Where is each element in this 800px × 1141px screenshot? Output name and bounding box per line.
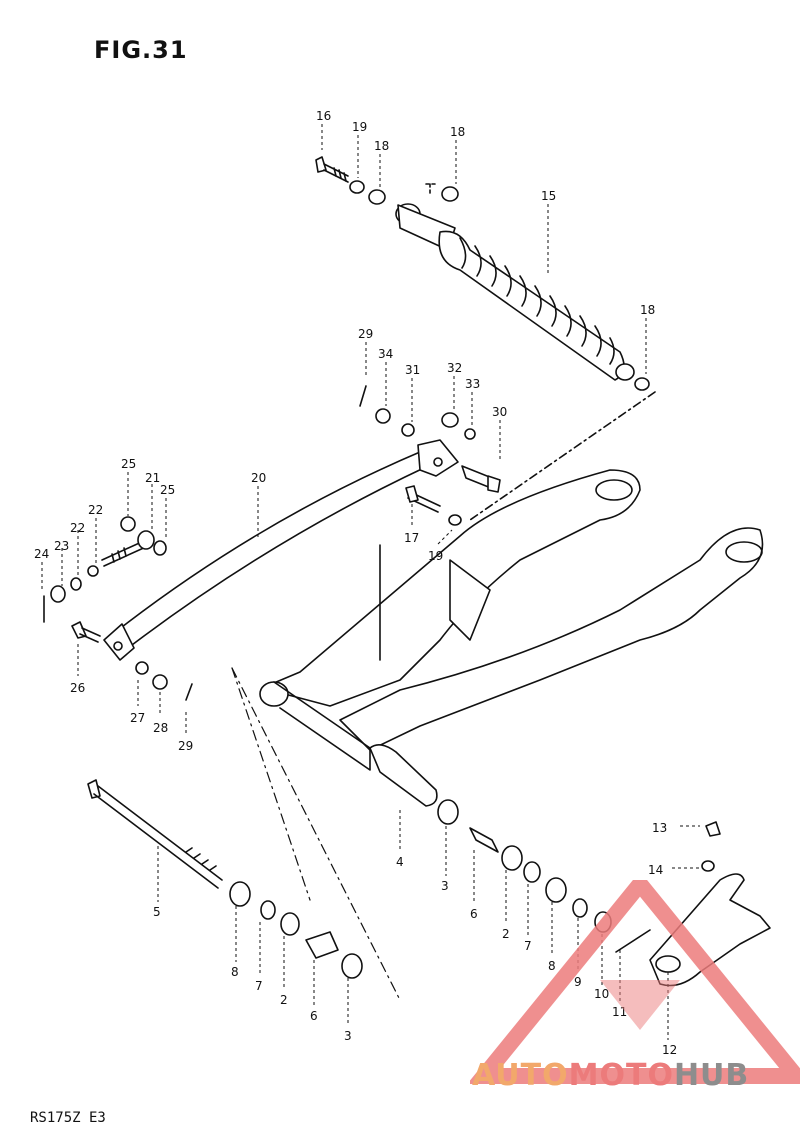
- callout-30: 30: [492, 405, 507, 419]
- callout-6: 6: [470, 907, 478, 921]
- watermark-part-hub: HUB: [673, 1058, 750, 1093]
- callout-14: 14: [648, 863, 663, 877]
- callout-16: 16: [316, 109, 331, 123]
- callout-2: 2: [280, 993, 288, 1007]
- callout-8: 8: [231, 965, 239, 979]
- callout-22: 22: [70, 521, 85, 535]
- torque-link: [103, 439, 459, 661]
- callout-20: 20: [251, 471, 266, 485]
- callout-13: 13: [652, 821, 667, 835]
- callout-10: 10: [594, 987, 609, 1001]
- watermark-text: AUTOMOTOHUB: [472, 1058, 749, 1093]
- watermark-part-auto: AUTO: [472, 1058, 569, 1093]
- callout-2: 2: [502, 927, 510, 941]
- callout-3: 3: [441, 879, 449, 893]
- callout-9: 9: [574, 975, 582, 989]
- callout-3: 3: [344, 1029, 352, 1043]
- callout-19: 19: [428, 549, 443, 563]
- small-hardware: [43, 385, 476, 701]
- callout-22: 22: [88, 503, 103, 517]
- callout-25: 25: [160, 483, 175, 497]
- callout-7: 7: [255, 979, 263, 993]
- automotohub-logo: [470, 880, 800, 1084]
- callout-21: 21: [145, 471, 160, 485]
- callout-19: 19: [352, 120, 367, 134]
- shock-upper-bolt: [315, 156, 650, 391]
- callout-33: 33: [465, 377, 480, 391]
- callout-6: 6: [310, 1009, 318, 1023]
- figure-title: FIG.31: [94, 36, 188, 64]
- pivot-hardware: [229, 799, 651, 979]
- watermark-part-moto: MOTO: [568, 1058, 674, 1093]
- callout-7: 7: [524, 939, 532, 953]
- callout-numbers: 16 19 18 18 15 18 29 34 31 32 33 30 20 2…: [34, 109, 677, 1057]
- callout-26: 26: [70, 681, 85, 695]
- pivot-shaft: [87, 779, 223, 889]
- callout-24: 24: [34, 547, 49, 561]
- callout-5: 5: [153, 905, 161, 919]
- callout-29: 29: [178, 739, 193, 753]
- callout-23: 23: [54, 539, 69, 553]
- callout-28: 28: [153, 721, 168, 735]
- callout-17: 17: [404, 531, 419, 545]
- bolts: [71, 465, 501, 643]
- callout-32: 32: [447, 361, 462, 375]
- model-code: RS175Z E3: [30, 1110, 106, 1126]
- callout-25: 25: [121, 457, 136, 471]
- callout-18: 18: [450, 125, 465, 139]
- callout-8: 8: [548, 959, 556, 973]
- callout-18: 18: [640, 303, 655, 317]
- callout-34: 34: [378, 347, 393, 361]
- callout-31: 31: [405, 363, 420, 377]
- callout-27: 27: [130, 711, 145, 725]
- swingarm: [259, 469, 764, 807]
- callout-12: 12: [662, 1043, 677, 1057]
- callout-15: 15: [541, 189, 556, 203]
- callout-4: 4: [396, 855, 404, 869]
- rear-shock-absorber: [395, 203, 635, 381]
- callout-29: 29: [358, 327, 373, 341]
- callout-18: 18: [374, 139, 389, 153]
